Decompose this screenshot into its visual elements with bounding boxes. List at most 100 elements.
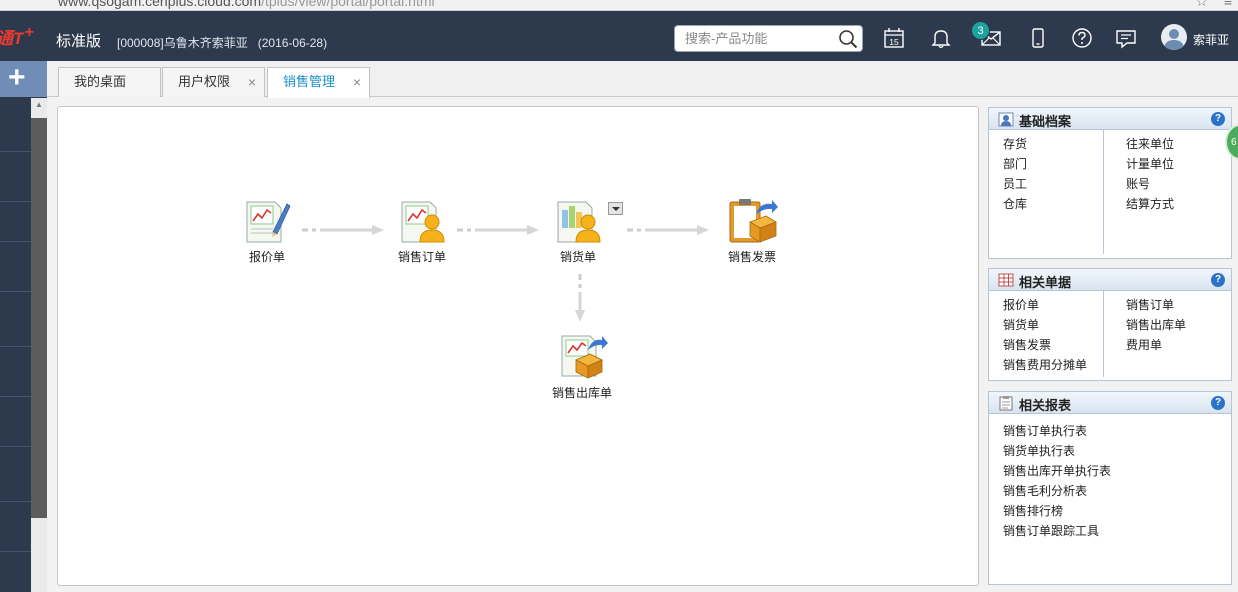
- help-icon[interactable]: ?: [1211, 112, 1225, 126]
- sidebar-divider: [0, 501, 31, 502]
- flow-node-quote[interactable]: 报价单: [222, 196, 312, 265]
- tab-label: 用户权限: [178, 74, 231, 89]
- flow-node-delivery-note[interactable]: 销货单: [533, 196, 623, 265]
- link-warehouse[interactable]: 仓库: [1003, 197, 1028, 211]
- link-settlement-method[interactable]: 结算方式: [1126, 197, 1175, 211]
- url-text[interactable]: www.qsogam.cenplus.cloud.com/tplus/view/…: [58, 0, 435, 9]
- logo-text: 通T: [0, 28, 24, 48]
- edition-label: 标准版: [56, 33, 102, 50]
- link-sales-ranking[interactable]: 销售排行榜: [1003, 504, 1064, 518]
- link-delivery-note[interactable]: 销货单: [1003, 318, 1040, 332]
- sidebar-divider: [0, 241, 31, 242]
- bookmark-star-icon[interactable]: ☆: [1195, 0, 1208, 9]
- sidebar-divider: [0, 446, 31, 447]
- flow-label-delivery-note: 销货单: [559, 250, 596, 264]
- panel-title: 相关单据: [1019, 275, 1072, 290]
- link-expense-note[interactable]: 费用单: [1126, 338, 1163, 352]
- link-quote[interactable]: 报价单: [1003, 298, 1040, 312]
- tab-user-permissions[interactable]: 用户权限 ×: [162, 67, 265, 97]
- search-box[interactable]: [674, 25, 863, 52]
- sales-outbound-icon: [561, 335, 608, 379]
- sales-invoice-icon: [729, 199, 778, 243]
- panel-title: 基础档案: [1019, 114, 1072, 129]
- related-documents-right-column: 销售订单 销售出库单 费用单: [1126, 295, 1186, 355]
- panel-basic-records: 基础档案 ? 存货 部门 员工 仓库 往来单位 计量单位 账号 结算方式: [988, 107, 1232, 259]
- user-avatar[interactable]: [1161, 24, 1187, 50]
- tab-sales-management[interactable]: 销售管理 ×: [267, 67, 370, 98]
- related-documents-left-column: 报价单 销货单 销售发票 销售费用分摊单: [1003, 295, 1087, 375]
- link-employee[interactable]: 员工: [1003, 177, 1028, 191]
- help-icon[interactable]: ?: [1211, 396, 1225, 410]
- link-sales-invoice[interactable]: 销售发票: [1003, 338, 1052, 352]
- search-input[interactable]: [675, 26, 835, 51]
- company-name: [000008]乌鲁木齐索菲亚: [117, 36, 248, 50]
- table-grid-icon: [998, 273, 1014, 287]
- link-gross-profit-analysis-report[interactable]: 销售毛利分析表: [1003, 484, 1088, 498]
- flow-label-quote: 报价单: [248, 250, 285, 264]
- scrollbar-thumb[interactable]: [31, 118, 47, 518]
- sidebar-divider: [0, 151, 31, 152]
- related-reports-list: 销售订单执行表 销货单执行表 销售出库开单执行表 销售毛利分析表 销售排行榜 销…: [1003, 421, 1111, 541]
- bell-icon[interactable]: [930, 27, 952, 49]
- basic-records-right-column: 往来单位 计量单位 账号 结算方式: [1126, 134, 1174, 214]
- logo-plus: +: [24, 24, 34, 42]
- link-inventory[interactable]: 存货: [1003, 137, 1028, 151]
- tab-label: 销售管理: [283, 74, 336, 89]
- tab-my-desktop[interactable]: 我的桌面: [58, 67, 161, 97]
- tab-close-icon[interactable]: ×: [247, 74, 256, 90]
- panel-title: 相关报表: [1019, 398, 1072, 413]
- link-account[interactable]: 账号: [1126, 177, 1151, 191]
- panel-header: 基础档案 ?: [989, 108, 1231, 130]
- basic-records-left-column: 存货 部门 员工 仓库: [1003, 134, 1027, 214]
- link-sales-outbound[interactable]: 销售出库单: [1126, 318, 1187, 332]
- link-department[interactable]: 部门: [1003, 157, 1028, 171]
- delivery-dropdown-button[interactable]: [608, 202, 623, 215]
- browser-address-bar[interactable]: www.qsogam.cenplus.cloud.com/tplus/view/…: [0, 0, 1238, 11]
- panel-related-documents: 相关单据 ? 报价单 销货单 销售发票 销售费用分摊单 销售订单 销售出库单 费…: [988, 268, 1232, 381]
- link-delivery-execution-report[interactable]: 销货单执行表: [1003, 444, 1076, 458]
- search-icon[interactable]: [838, 29, 858, 49]
- flow-arrow-icon: [457, 225, 539, 235]
- calendar-icon[interactable]: 15: [883, 27, 905, 49]
- column-divider: [1103, 291, 1104, 377]
- help-icon[interactable]: ?: [1211, 273, 1225, 287]
- tplus-logo: 通T+: [0, 21, 34, 51]
- link-outbound-billing-execution-report[interactable]: 销售出库开单执行表: [1003, 464, 1112, 478]
- flow-label-sales-outbound: 销售出库单: [551, 386, 612, 400]
- tab-close-icon[interactable]: ×: [352, 74, 361, 90]
- link-unit-of-measure[interactable]: 计量单位: [1126, 157, 1175, 171]
- flow-label-sales-invoice: 销售发票: [727, 250, 776, 264]
- scroll-up-icon[interactable]: ▲: [35, 100, 43, 109]
- delivery-note-icon: [557, 201, 601, 243]
- help-icon[interactable]: [1071, 27, 1093, 49]
- mobile-icon[interactable]: [1027, 27, 1049, 49]
- link-sales-order-execution-report[interactable]: 销售订单执行表: [1003, 424, 1088, 438]
- link-sales-order[interactable]: 销售订单: [1126, 298, 1175, 312]
- report-sheet-icon: [999, 396, 1013, 411]
- add-button[interactable]: +: [0, 61, 47, 97]
- sidebar-scrollbar[interactable]: ▲: [31, 98, 47, 592]
- column-divider: [1103, 130, 1104, 254]
- panel-related-reports: 相关报表 ? 销售订单执行表 销货单执行表 销售出库开单执行表 销售毛利分析表 …: [988, 391, 1232, 585]
- link-sales-order-tracking-tool[interactable]: 销售订单跟踪工具: [1003, 524, 1100, 538]
- browser-menu-icon[interactable]: ≡: [1223, 0, 1232, 9]
- tab-bar: 我的桌面 用户权限 × 销售管理 ×: [47, 61, 1238, 98]
- feedback-icon[interactable]: [1115, 27, 1137, 49]
- sidebar-divider: [0, 291, 31, 292]
- company-info: [000008]乌鲁木齐索菲亚 (2016-06-28): [117, 34, 327, 51]
- flow-label-sales-order: 销售订单: [397, 250, 446, 264]
- flow-node-sales-order[interactable]: 销售订单: [377, 196, 467, 265]
- quote-doc-icon: [246, 201, 291, 243]
- sidebar-divider: [0, 201, 31, 202]
- username-label[interactable]: 索菲亚: [1193, 33, 1230, 47]
- sidebar-divider: [0, 551, 31, 552]
- sidebar-divider: [0, 396, 31, 397]
- left-sidebar: + ▲: [0, 61, 47, 592]
- flow-node-sales-outbound[interactable]: 销售出库单: [537, 332, 627, 401]
- flow-node-sales-invoice[interactable]: 销售发票: [707, 196, 797, 265]
- account-date: (2016-06-28): [257, 36, 328, 50]
- svg-text:15: 15: [889, 37, 899, 47]
- flow-arrow-down-icon: [575, 274, 585, 322]
- link-trading-partner[interactable]: 往来单位: [1126, 137, 1175, 151]
- link-sales-expense-allocation[interactable]: 销售费用分摊单: [1003, 358, 1088, 372]
